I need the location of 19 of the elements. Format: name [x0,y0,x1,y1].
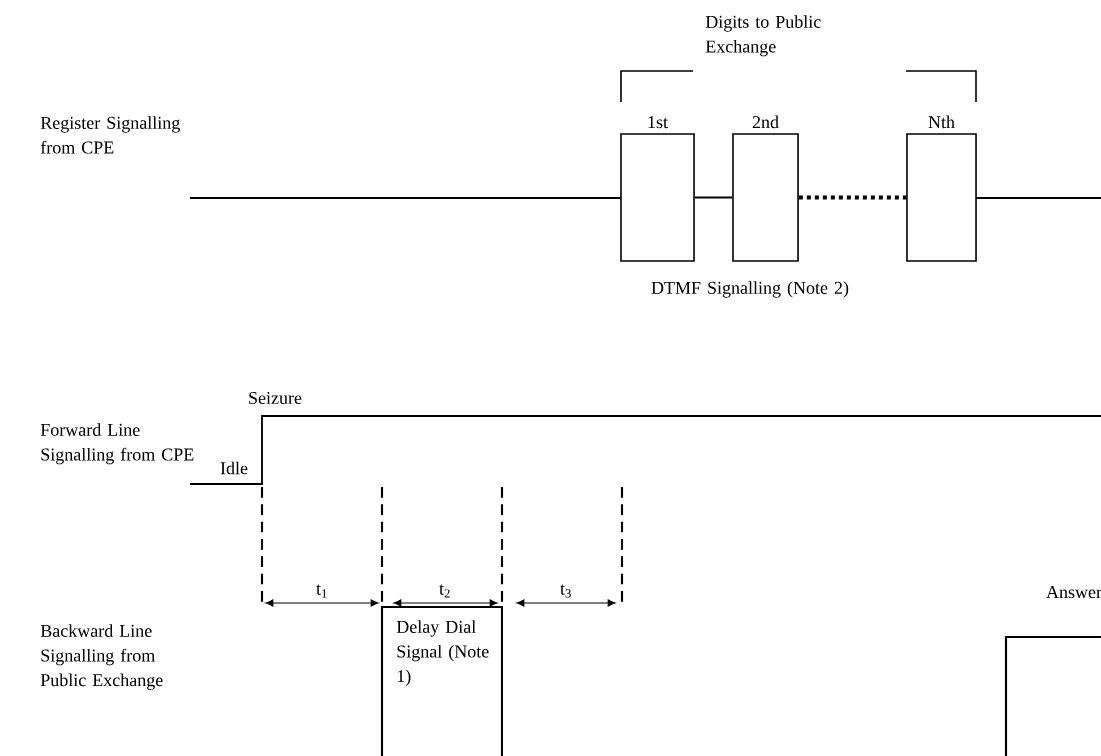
duration-label: t$_{3}$ [560,584,571,598]
pulse-box: 2nd [732,115,799,262]
node-label: Nth [928,115,955,129]
state-label: Idle [220,461,248,475]
node-label: 1st [648,116,668,129]
pulse-box: Nth [906,115,977,262]
node-label: 2nd [752,115,779,129]
signal-label: DTMF Signalling (Note 2) [651,281,849,298]
row-label: Backward Line Signalling from Public Exchange [40,624,163,690]
signal-pulse: Answer [1004,586,1101,756]
bracket-label: Digits to Public Exchange [705,15,821,57]
duration-label: t$_{1}$ [316,584,327,598]
row-label: Forward Line Signalling from CPE [40,423,194,465]
row-label: Register Signalling from CPE [40,116,180,154]
state-label: Seizure [249,391,302,405]
pulse-box: 1st [620,116,695,262]
signal-line [798,195,907,200]
signal-pulse: Delay Dial Signal (Note 1) [380,605,504,756]
signal-line [693,196,734,199]
